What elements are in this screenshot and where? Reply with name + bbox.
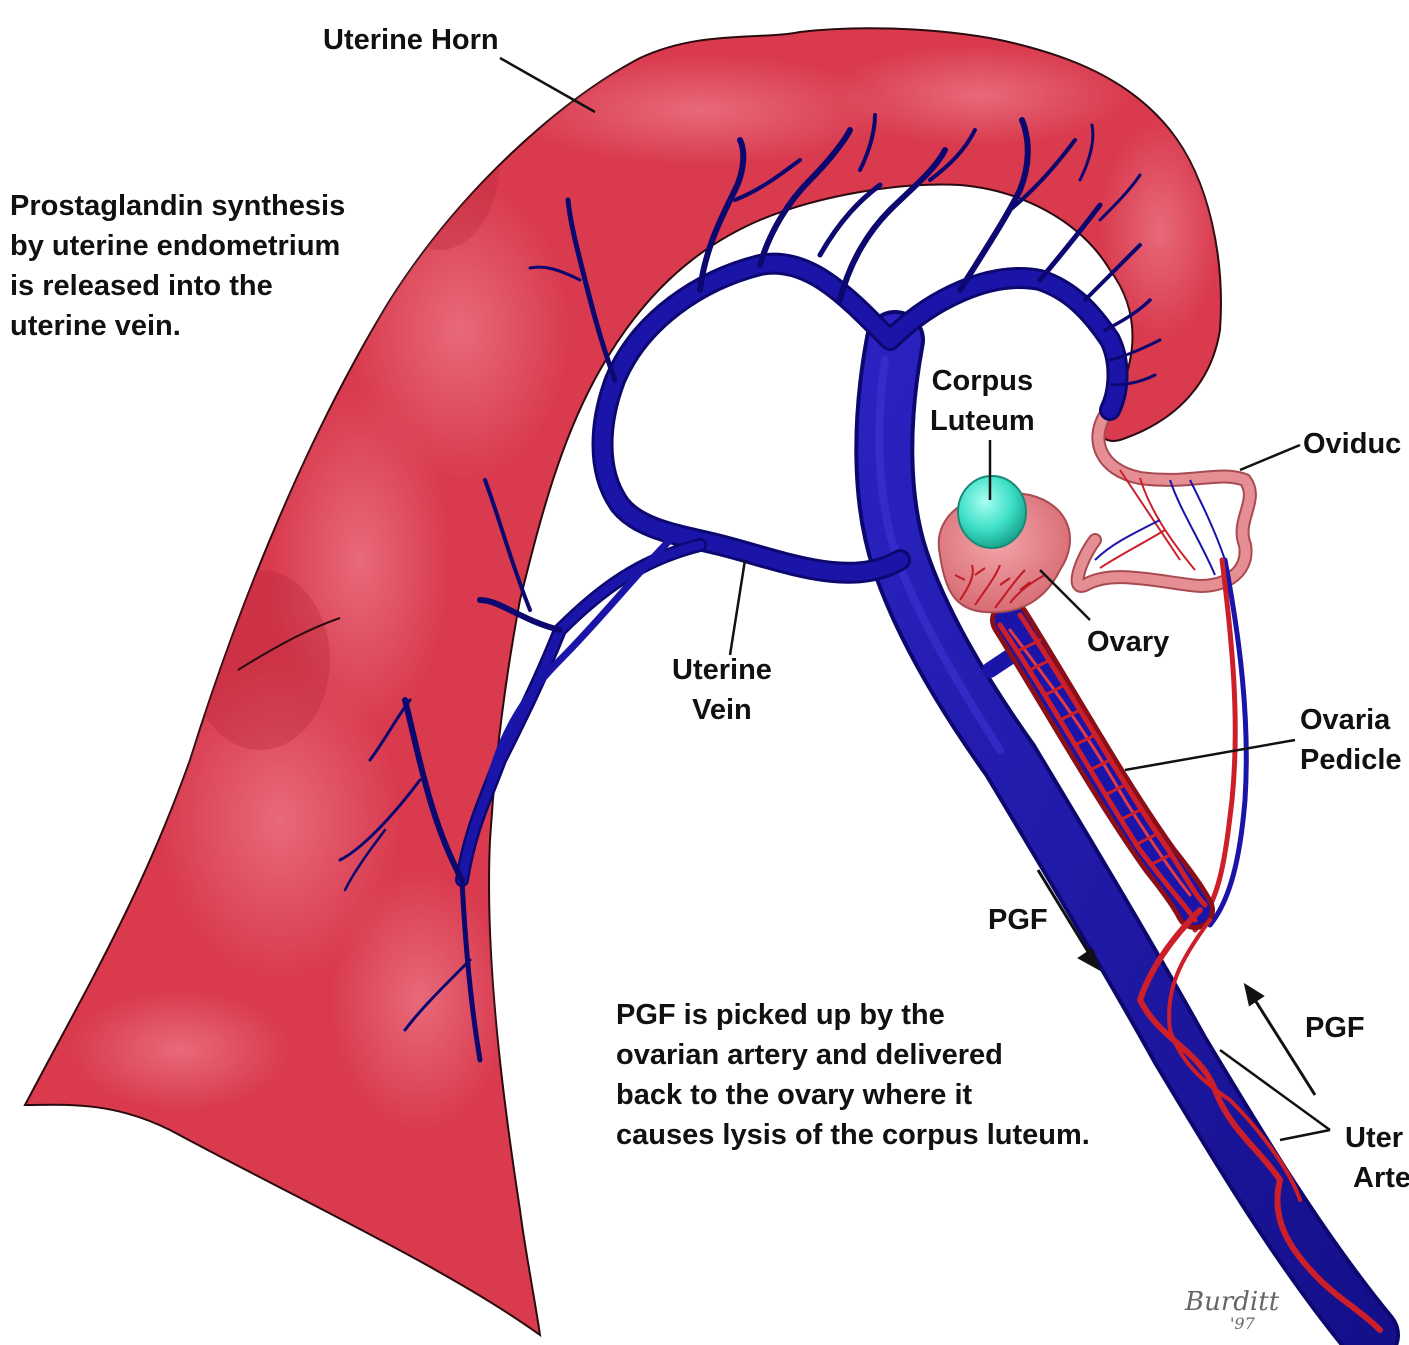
uterine-vein-label: Uterine Vein <box>672 650 772 730</box>
uterine-vein-label-line: Uterine <box>672 650 772 690</box>
uterine-vein-label-line: Vein <box>672 690 772 730</box>
pgf-lower-label: PGF <box>1305 1008 1365 1048</box>
signature-year: '97 <box>1185 1316 1279 1332</box>
pickup-note-line: back to the ovary where it <box>616 1075 1090 1115</box>
uterine-artery-label: Uter Arte <box>1345 1118 1409 1198</box>
corpus-luteum-label-line: Corpus <box>930 361 1035 401</box>
ovary-label: Ovary <box>1087 622 1169 662</box>
uterine-horn-label: Uterine Horn <box>323 20 499 60</box>
ovarian-pedicle-label-line: Pedicle <box>1300 740 1402 780</box>
uterine-artery-label-line: Uter <box>1345 1118 1409 1158</box>
pickup-note-line: ovarian artery and delivered <box>616 1035 1090 1075</box>
synthesis-note-line: is released into the <box>10 266 345 306</box>
synthesis-note-line: by uterine endometrium <box>10 226 345 266</box>
synthesis-note-line: Prostaglandin synthesis <box>10 186 345 226</box>
uterine-artery-label-line: Arte <box>1345 1158 1409 1198</box>
pickup-note-line: causes lysis of the corpus luteum. <box>616 1115 1090 1155</box>
ovarian-pedicle-label-line: Ovaria <box>1300 700 1402 740</box>
corpus-luteum <box>958 476 1026 548</box>
pickup-note-line: PGF is picked up by the <box>616 995 1090 1035</box>
synthesis-note-line: uterine vein. <box>10 306 345 346</box>
distal-vessels <box>1195 560 1246 930</box>
corpus-luteum-label: Corpus Luteum <box>930 361 1035 441</box>
pgf-upper-label: PGF <box>988 900 1048 940</box>
corpus-luteum-label-line: Luteum <box>930 401 1035 441</box>
oviduct-label: Oviduc <box>1303 424 1401 464</box>
artist-signature: Burditt '97 <box>1185 1288 1279 1332</box>
signature-name: Burditt <box>1185 1288 1279 1316</box>
synthesis-note: Prostaglandin synthesis by uterine endom… <box>10 186 345 346</box>
pickup-note: PGF is picked up by the ovarian artery a… <box>616 995 1090 1155</box>
ovarian-pedicle-label: Ovaria Pedicle <box>1300 700 1402 780</box>
